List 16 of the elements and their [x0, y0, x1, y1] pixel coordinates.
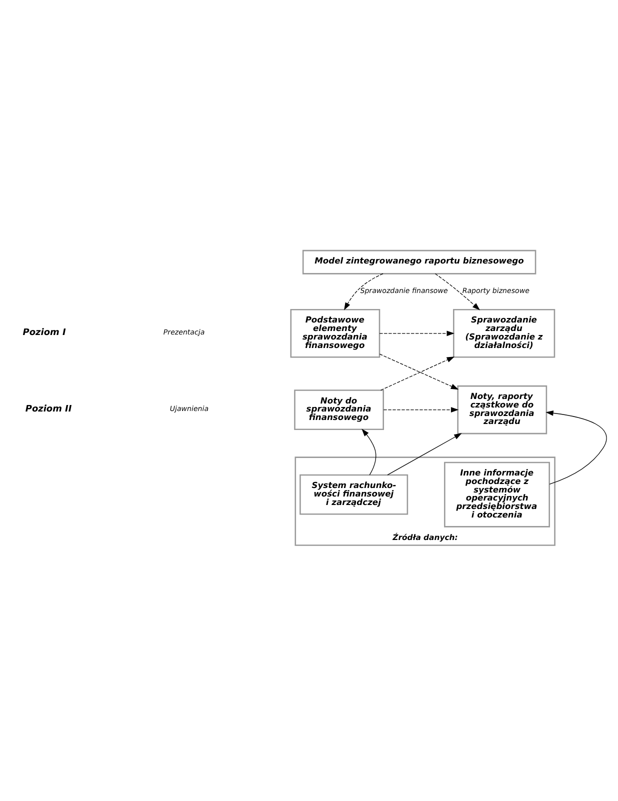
node-box: Inne informacje pochodzące z systemów operacyjnych przedsiębiorstwa i otoczenia [444, 462, 550, 528]
arrow [387, 433, 462, 476]
arrow [434, 273, 480, 310]
node-box: Noty, raporty cząstkowe do sprawozdania zarządu [457, 385, 548, 434]
arrow [379, 330, 454, 336]
label: Poziom I [22, 328, 66, 338]
node-box: Podstawowe elementy sprawozdania finansowego [290, 309, 380, 358]
node-box: System rachunko- wości finansowej i zarządczej [300, 474, 408, 515]
arrow [344, 273, 384, 310]
node-box: Sprawozdanie zarządu (Sprawozdanie z działalności) [453, 309, 556, 358]
node-box: Model zintegrowanego raportu biznesowego [302, 250, 536, 274]
label: Poziom II [25, 404, 72, 415]
node-box: Noty do sprawozdania finansowego [294, 390, 384, 430]
arrow [546, 410, 607, 485]
arrow [383, 407, 459, 413]
arrow [362, 428, 376, 476]
